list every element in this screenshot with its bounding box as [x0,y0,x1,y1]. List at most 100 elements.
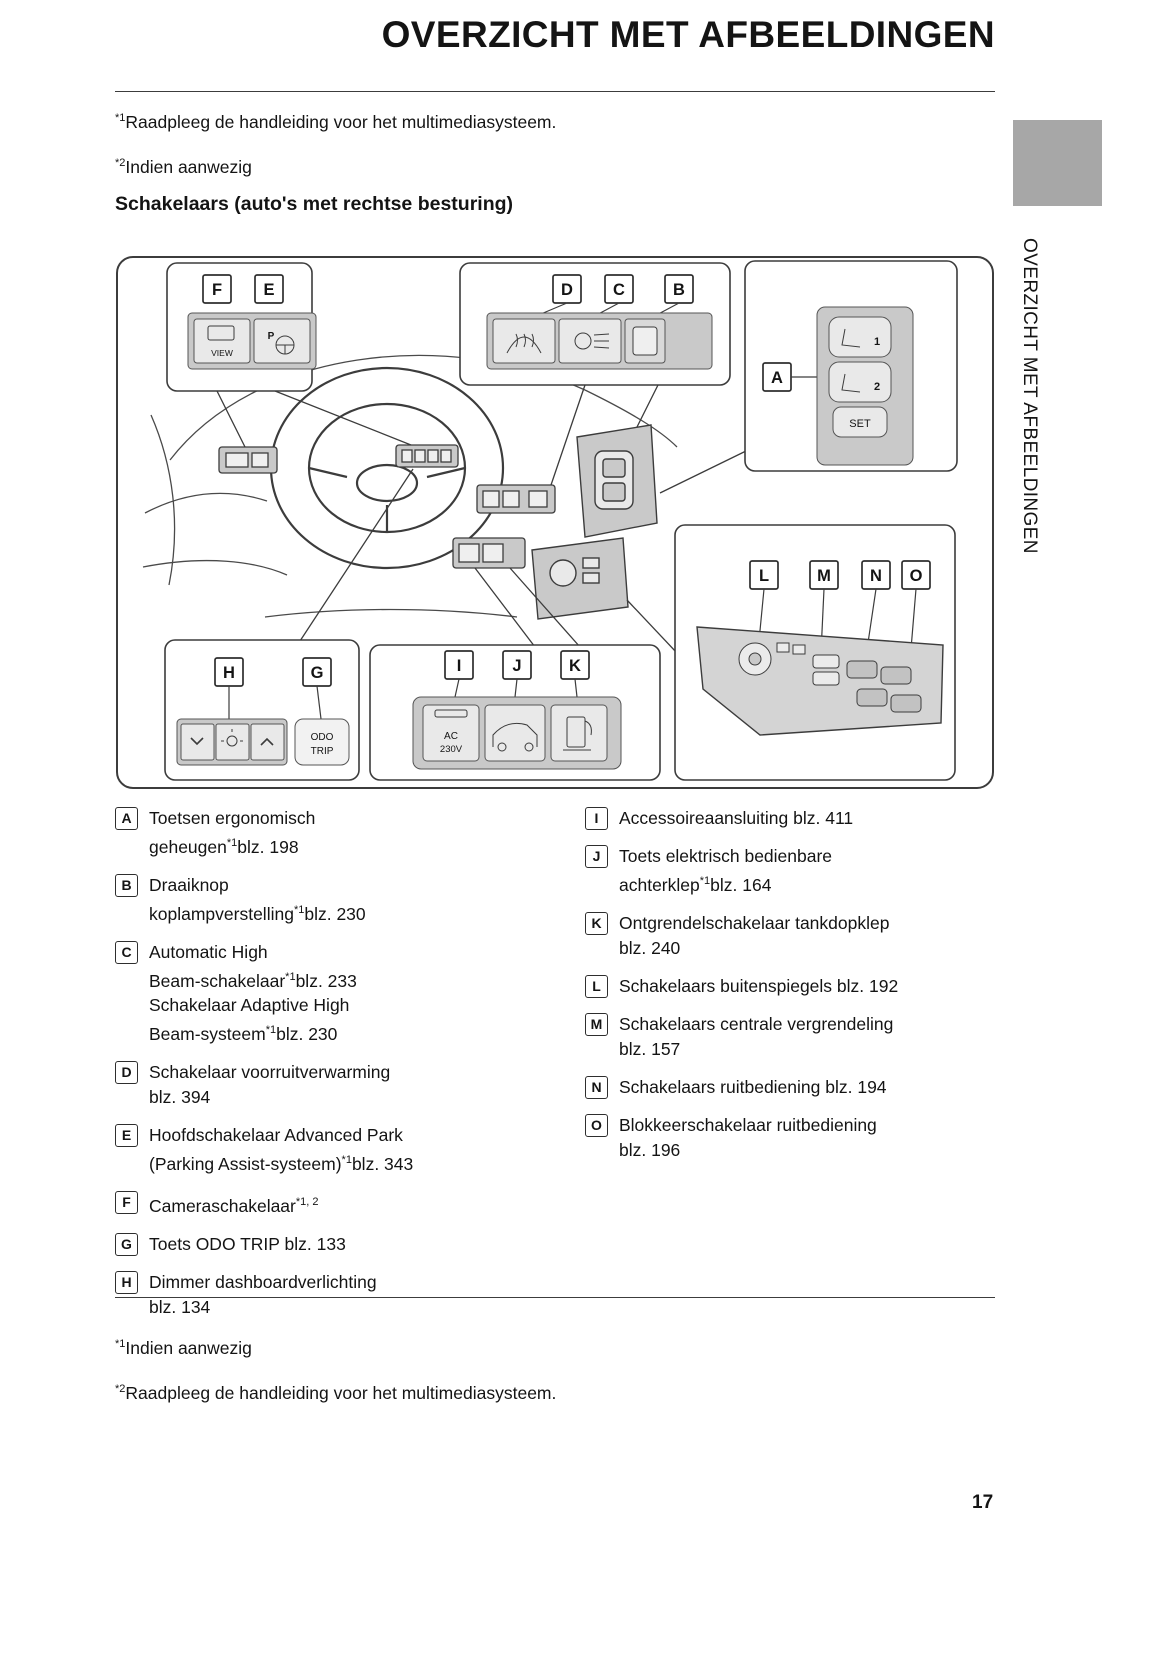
trip-label: TRIP [311,746,334,757]
park-label: P [268,331,275,342]
ac-label: AC [444,731,458,742]
callout-letter-M: M [817,567,831,585]
footnote-text: Indien aanwezig [125,1337,252,1358]
leader-lines [216,384,747,654]
seat-icon-1 [841,328,861,348]
legend-key: G [115,1232,138,1256]
page-number: 17 [972,1492,994,1513]
legend-text-segment: Beam-systeem [149,1024,266,1045]
callout-group-dcb: D C B [459,262,731,386]
callout-letter-H: H [223,664,235,682]
legend-key: D [115,1061,138,1085]
voltage-label: 230V [440,744,463,755]
legend-text-segment: blz. 233 [295,970,357,991]
legend-text-segment: Schakelaars centrale vergrendeling [619,1013,894,1034]
dimmer-mid-button [215,723,250,761]
bottom-footnotes: *1Indien aanwezig *2Raadpleeg de handleid… [115,1332,556,1422]
legend-text: Schakelaars buitenspiegels blz. 192 [619,974,898,999]
footnote: *1Indien aanwezig [115,1332,556,1360]
callout-letter-O: O [910,567,923,585]
footnote-ref: *1 [341,1154,352,1167]
legend-text-segment: blz. 240 [619,937,681,958]
dimmer-icon [226,735,238,747]
odo-trip-button [294,718,350,766]
dimmer-icon-rays [221,729,243,742]
accessory-socket-button [422,704,480,762]
legend-key: O [585,1113,608,1137]
seat-memory-1-label: 1 [874,336,880,348]
footnote: *2Raadpleeg de handleiding voor het mult… [115,1377,556,1405]
legend-text-segment: Hoofdschakelaar Advanced Park [149,1125,403,1146]
legend-text-segment: Toetsen ergonomisch [149,808,316,828]
section-heading: Schakelaars (auto's met rechtse besturin… [115,193,514,215]
legend-text-segment: blz. 343 [351,1154,414,1175]
legend-text-segment: blz. 230 [304,903,366,924]
chevron-up-icon [260,737,274,746]
callout-letter-K: K [569,657,581,675]
legend-key: C [115,940,138,964]
mirror-select-left [776,642,790,653]
callout-group-a: A 1 2 SET [744,260,958,472]
callout-letter-D: D [561,281,573,299]
footnote-ref: *1, 2 [295,1196,319,1209]
bottom-divider [115,1297,995,1298]
legend-text-segment: Ontgrendelschakelaar tankdopklep [619,912,890,933]
dashboard-diagram: F E VIEW P D C B [115,255,995,790]
window-switch-2 [880,666,912,685]
seat-memory-2-label: 2 [874,381,880,393]
window-lock-switch [890,694,922,713]
legend-text-segment: Blokkeerschakelaar ruitbediening [619,1114,877,1135]
callout-letter-J: J [512,657,521,675]
mirror-select-right [792,644,806,655]
odo-label: ODO [311,732,334,743]
fuel-door-button [550,704,608,762]
callout-box-F [202,274,232,304]
legend-text-segment: blz. 394 [149,1087,211,1108]
chevron-down-icon [190,737,204,746]
defrost-icon-waves [515,333,534,348]
dashboard-diagram-svg: F E VIEW P D C B [116,256,994,789]
callout-letter-C: C [613,281,625,299]
legend-text-segment: blz. 134 [149,1296,211,1317]
legend-text-segment: Schakelaars buitenspiegels blz. 192 [619,975,899,996]
tailgate-icon-wheel-2 [524,742,534,752]
legend-key: F [115,1191,138,1215]
legend-text: Ontgrendelschakelaar tankdopklep blz. 240 [619,911,889,961]
legend-text-segment: Toets elektrisch bedienbare [619,846,833,866]
callout-group-fe: F E VIEW P [166,262,317,392]
legend-text: Schakelaars ruitbediening blz. 194 [619,1075,887,1100]
callout-letter-G: G [311,664,324,682]
legend-key: J [585,845,608,868]
fuel-pump-icon [566,716,586,748]
legend-text-segment: Beam-schakelaar [149,970,286,991]
legend-key: A [115,807,138,830]
callout-letter-I: I [457,657,462,675]
legend-text-segment: Automatic High [149,941,268,962]
page-title: OVERZICHT MET AFBEELDINGEN [381,14,995,55]
callout-letter-B: B [673,281,685,299]
footnote-ref: *1 [699,875,711,887]
legend-text-segment: Schakelaar Adaptive High [149,995,350,1016]
mirror-control-knob-center [748,652,762,666]
door-panels [531,424,658,620]
legend-text-segment: blz. 198 [237,836,299,857]
footnote-text: Raadpleeg de handleiding voor het multim… [125,1382,557,1403]
legend-key: M [585,1012,608,1036]
callout-group-lmno: L M N O [674,524,956,781]
legend-key: E [115,1124,138,1148]
camera-icon [207,325,235,341]
legend-text: Cameraschakelaar*1, 2 [149,1190,319,1219]
